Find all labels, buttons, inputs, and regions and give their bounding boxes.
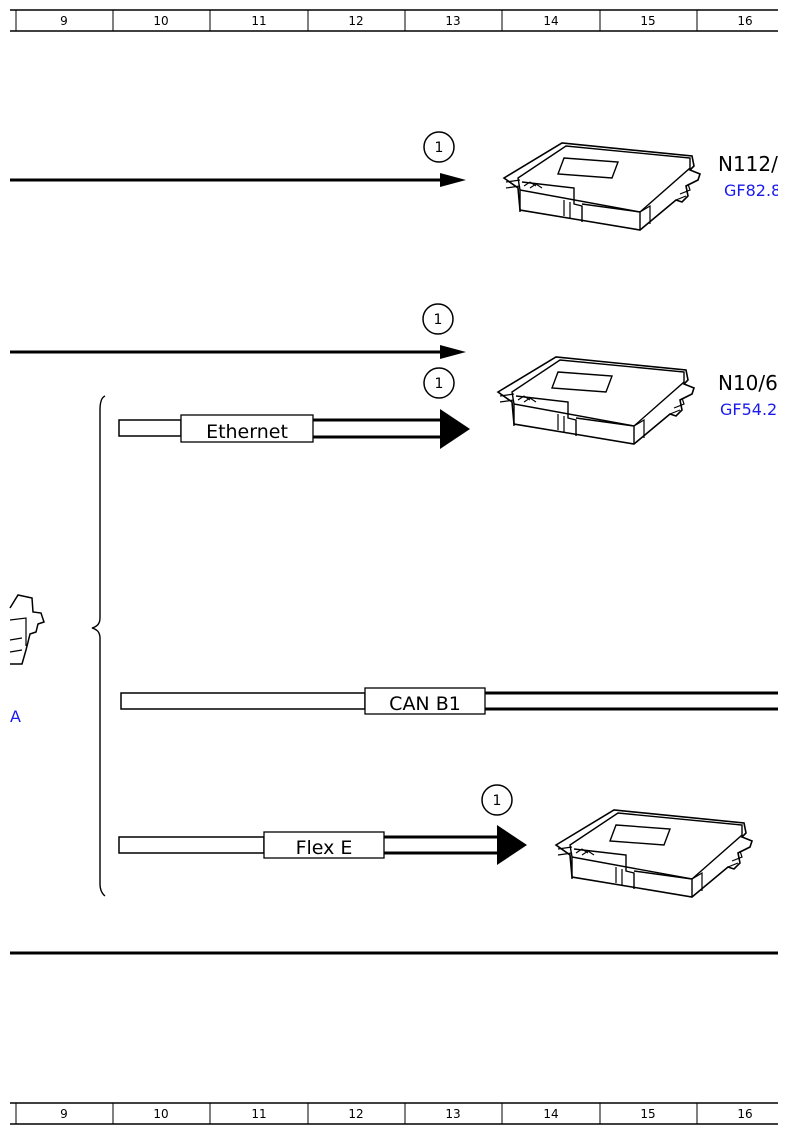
flex-e-bus-label: Flex E <box>296 837 353 859</box>
grid-column-label: 16 <box>737 14 752 28</box>
ethernet-bus-label-box: Ethernet <box>180 414 314 443</box>
can-b1-bus-label: CAN B1 <box>389 693 461 715</box>
note-badge-arrow-middle[interactable]: 1 <box>422 303 454 335</box>
note-badge-ethernet[interactable]: 1 <box>423 367 455 399</box>
control-unit-left[interactable] <box>9 594 45 665</box>
flex-e-bus-label-box: Flex E <box>263 831 385 859</box>
grid-column-label: 14 <box>543 14 558 28</box>
grid-column-label: 12 <box>348 14 363 28</box>
grid-column-label: 11 <box>251 14 266 28</box>
control-unit-left-reference-link[interactable]: A <box>10 707 21 726</box>
grid-column-label: 10 <box>153 14 168 28</box>
note-badge-number: 1 <box>435 376 444 392</box>
bottom-grid-ruler: 9 10 11 12 13 14 15 16 <box>10 1102 778 1125</box>
bus-group-brace <box>91 395 106 897</box>
grid-column-label: 13 <box>445 1107 460 1121</box>
control-unit-middle[interactable] <box>497 356 695 445</box>
note-badge-arrow-top[interactable]: 1 <box>423 131 455 163</box>
grid-column-label: 9 <box>60 14 68 28</box>
ethernet-bus-line <box>118 409 470 449</box>
grid-column-label: 9 <box>60 1107 68 1121</box>
note-badge-flex-e[interactable]: 1 <box>481 784 513 816</box>
grid-column-label: 13 <box>445 14 460 28</box>
signal-arrow-middle <box>10 345 466 359</box>
can-b1-bus-label-box: CAN B1 <box>364 687 486 715</box>
control-unit-top[interactable] <box>503 142 701 231</box>
control-unit-top-reference-link[interactable]: GF82.8 <box>724 181 781 200</box>
control-unit-middle-name: N10/6 <box>718 371 778 395</box>
flex-e-bus-line <box>118 825 527 865</box>
grid-column-label: 14 <box>543 1107 558 1121</box>
grid-column-label: 11 <box>251 1107 266 1121</box>
grid-column-label: 10 <box>153 1107 168 1121</box>
control-unit-bottom[interactable] <box>555 809 753 898</box>
grid-column-label: 15 <box>640 1107 655 1121</box>
grid-column-label: 16 <box>737 1107 752 1121</box>
note-badge-number: 1 <box>493 793 502 809</box>
signal-arrow-top <box>10 173 466 187</box>
control-unit-top-name: N112/ <box>718 152 778 176</box>
ethernet-bus-label: Ethernet <box>206 421 288 443</box>
top-grid-ruler: 9 10 11 12 13 14 15 16 <box>10 9 778 32</box>
can-b1-bus-line <box>120 691 778 711</box>
note-badge-number: 1 <box>434 312 443 328</box>
grid-column-label: 12 <box>348 1107 363 1121</box>
control-unit-middle-reference-link[interactable]: GF54.2 <box>720 400 777 419</box>
note-badge-number: 1 <box>435 140 444 156</box>
grid-column-label: 15 <box>640 14 655 28</box>
